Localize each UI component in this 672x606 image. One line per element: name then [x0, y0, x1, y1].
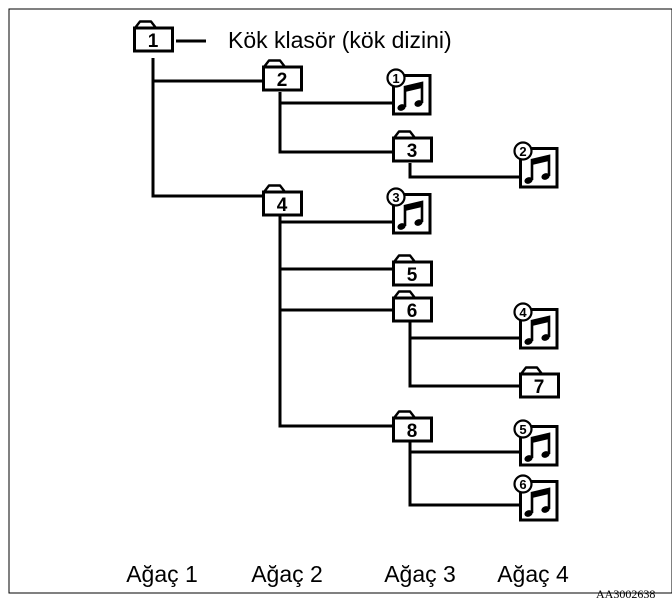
file-badge	[513, 141, 533, 161]
tree-level-4-label: Ağaç 4	[497, 561, 569, 587]
folder-number: 2	[277, 70, 288, 91]
music-note-icon	[524, 487, 551, 517]
tree-level-3-label: Ağaç 3	[384, 561, 456, 587]
folder-number: 8	[407, 421, 418, 442]
folder-icon	[393, 254, 416, 263]
folder-number: 1	[148, 31, 159, 52]
folder-icon	[520, 366, 543, 375]
file-1: 1	[386, 68, 432, 116]
music-note-icon	[397, 200, 424, 230]
folder-body	[262, 190, 303, 217]
folder-2: 2	[262, 59, 303, 92]
file-badge-number: 3	[392, 190, 399, 205]
music-note-icon	[397, 81, 424, 111]
file-badge-number: 1	[392, 71, 399, 86]
tree-level-1-label: Ağaç 1	[126, 561, 198, 587]
file-badge	[513, 302, 533, 322]
folder-body	[133, 26, 174, 53]
music-note-icon	[524, 315, 551, 345]
folder-body	[519, 372, 560, 399]
folders: 1 2 3 4 5 6 7 8	[133, 20, 560, 443]
file-3: 3	[386, 187, 432, 235]
file-badge-number: 4	[519, 305, 527, 320]
file-6: 6	[513, 474, 559, 522]
file-badge	[513, 474, 533, 494]
folder-icon	[263, 59, 286, 68]
music-note-icon	[524, 154, 551, 184]
music-note-icon	[524, 432, 551, 462]
folder-number: 5	[407, 265, 418, 286]
folder-6: 6	[392, 290, 433, 323]
folder-number: 6	[407, 301, 418, 322]
folder-number: 7	[534, 377, 545, 398]
folder-8: 8	[392, 410, 433, 443]
folder-body	[392, 296, 433, 323]
root-folder-label: Kök klasör (kök dizini)	[228, 27, 452, 53]
file-badge	[513, 419, 533, 439]
diagram-frame	[8, 8, 672, 594]
folder-body	[392, 260, 433, 287]
file-4: 4	[513, 302, 559, 350]
folder-icon	[263, 184, 286, 193]
file-badge-number: 5	[519, 422, 526, 437]
music-files: 1 2 3 4 5 6	[386, 68, 559, 522]
folder-icon	[393, 130, 416, 139]
file-2: 2	[513, 141, 559, 189]
folder-3: 3	[392, 130, 433, 163]
folder-body	[392, 136, 433, 163]
folder-icon	[393, 410, 416, 419]
folder-number: 3	[407, 141, 418, 162]
file-badge-number: 6	[519, 477, 526, 492]
file-5: 5	[513, 419, 559, 467]
folder-1: 1	[133, 20, 174, 53]
folder-icon	[134, 20, 157, 29]
folder-4: 4	[262, 184, 303, 217]
file-badge	[386, 68, 406, 88]
tree-level-2-label: Ağaç 2	[251, 561, 323, 587]
file-badge-number: 2	[519, 144, 526, 159]
folder-icon	[393, 290, 416, 299]
folder-body	[262, 65, 303, 92]
folder-body	[392, 416, 433, 443]
file-badge	[386, 187, 406, 207]
folder-number: 4	[277, 195, 288, 216]
tree-level-labels: Ağaç 1 Ağaç 2 Ağaç 3 Ağaç 4	[126, 561, 569, 587]
figure-code: AA3002638	[596, 587, 655, 601]
folder-5: 5	[392, 254, 433, 287]
tree-connectors	[151, 39, 519, 507]
folder-7: 7	[519, 366, 560, 399]
